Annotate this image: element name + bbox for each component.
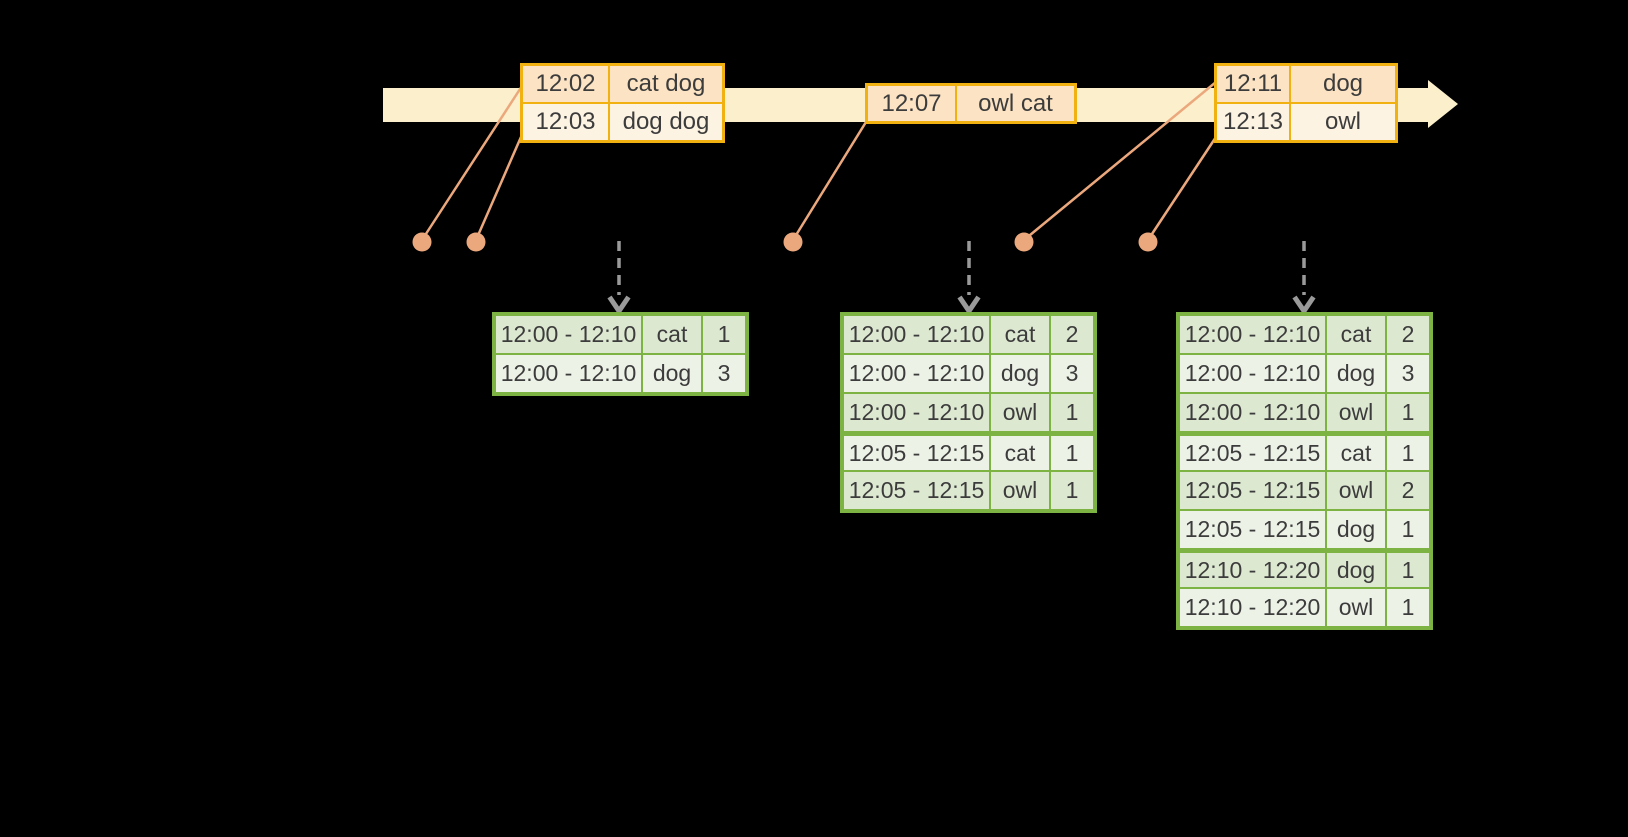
word-cell: cat — [991, 433, 1049, 470]
count-cell: 1 — [1051, 394, 1093, 431]
count-cell: 1 — [1051, 472, 1093, 509]
word-cell: owl — [1327, 472, 1385, 509]
trigger-arrow-head-icon — [957, 295, 981, 316]
count-cell: 1 — [1387, 433, 1429, 470]
window-cell: 12:05 - 12:15 — [1180, 472, 1325, 509]
window-cell: 12:00 - 12:10 — [844, 316, 989, 353]
window-cell: 12:00 - 12:10 — [1180, 394, 1325, 431]
word-cell: cat — [643, 316, 701, 353]
timeline-arrowhead-icon — [1428, 80, 1458, 128]
word-cell: cat — [1327, 316, 1385, 353]
event-words-cell: owl cat — [957, 86, 1074, 121]
count-cell: 2 — [1387, 316, 1429, 353]
window-cell: 12:10 - 12:20 — [1180, 589, 1325, 626]
count-cell: 3 — [1051, 355, 1093, 392]
event-time-cell: 12:13 — [1217, 104, 1289, 140]
event-words-cell: cat dog — [610, 66, 722, 102]
event-dot — [466, 232, 486, 252]
word-cell: dog — [991, 355, 1049, 392]
trigger-arrow — [1292, 241, 1316, 316]
count-cell: 1 — [1387, 550, 1429, 587]
word-cell: owl — [991, 472, 1049, 509]
count-cell: 1 — [1387, 394, 1429, 431]
word-cell: owl — [1327, 589, 1385, 626]
event-dot — [1138, 232, 1158, 252]
event-words-cell: dog dog — [610, 104, 722, 140]
word-cell: dog — [643, 355, 701, 392]
count-cell: 3 — [1387, 355, 1429, 392]
count-cell: 3 — [703, 355, 745, 392]
event-time-cell: 12:02 — [523, 66, 608, 102]
word-cell: cat — [1327, 433, 1385, 470]
count-cell: 2 — [1387, 472, 1429, 509]
trigger-arrow-head-icon — [607, 295, 631, 316]
word-cell: dog — [1327, 550, 1385, 587]
event-words-cell: dog — [1291, 66, 1395, 102]
window-cell: 12:05 - 12:15 — [844, 433, 989, 470]
trigger-arrow — [957, 241, 981, 316]
event-dot — [783, 232, 803, 252]
window-cell: 12:00 - 12:10 — [496, 316, 641, 353]
leader-line — [474, 136, 523, 241]
word-cell: owl — [991, 394, 1049, 431]
window-cell: 12:00 - 12:10 — [1180, 355, 1325, 392]
word-cell: cat — [991, 316, 1049, 353]
count-cell: 1 — [1387, 511, 1429, 548]
event-dot — [412, 232, 432, 252]
window-cell: 12:05 - 12:15 — [844, 472, 989, 509]
word-cell: dog — [1327, 511, 1385, 548]
leader-line — [791, 121, 868, 241]
trigger-arrow-head-icon — [1292, 295, 1316, 316]
window-cell: 12:00 - 12:10 — [496, 355, 641, 392]
window-cell: 12:05 - 12:15 — [1180, 433, 1325, 470]
count-cell: 1 — [1387, 589, 1429, 626]
count-cell: 2 — [1051, 316, 1093, 353]
trigger-arrow — [607, 241, 631, 316]
leader-line — [1146, 136, 1218, 241]
window-cell: 12:00 - 12:10 — [1180, 316, 1325, 353]
window-cell: 12:10 - 12:20 — [1180, 550, 1325, 587]
word-cell: owl — [1327, 394, 1385, 431]
window-cell: 12:00 - 12:10 — [844, 394, 989, 431]
event-time-cell: 12:03 — [523, 104, 608, 140]
count-cell: 1 — [703, 316, 745, 353]
word-cell: dog — [1327, 355, 1385, 392]
count-cell: 1 — [1051, 433, 1093, 470]
event-time-cell: 12:11 — [1217, 66, 1289, 102]
window-cell: 12:05 - 12:15 — [1180, 511, 1325, 548]
event-time-cell: 12:07 — [868, 86, 955, 121]
window-cell: 12:00 - 12:10 — [844, 355, 989, 392]
event-words-cell: owl — [1291, 104, 1395, 140]
event-dot — [1014, 232, 1034, 252]
